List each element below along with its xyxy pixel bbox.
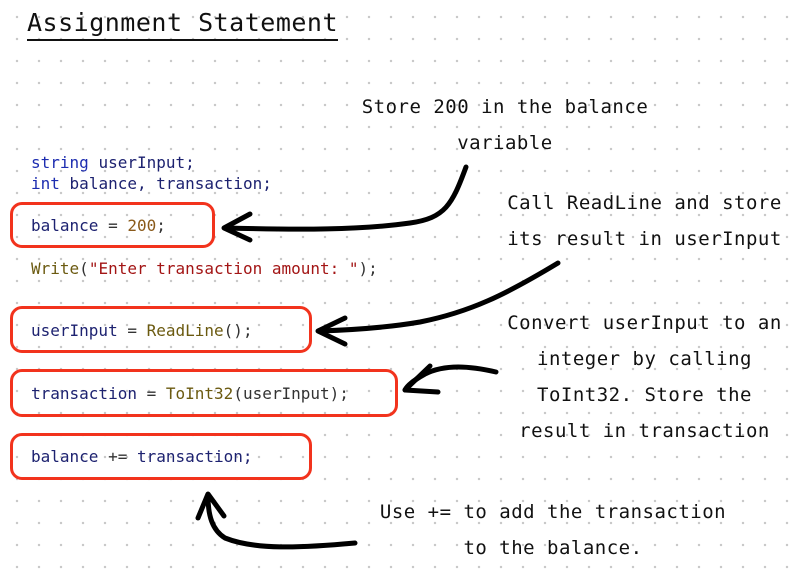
userinput-var: userInput <box>31 321 118 340</box>
highlight-box-toint32 <box>10 369 398 417</box>
write-open-paren: ( <box>79 259 89 278</box>
diagram-title: Assignment Statement <box>27 8 339 41</box>
highlight-box-readline <box>10 306 312 353</box>
semicolon: ; <box>156 216 166 235</box>
arrow-to-balance-assign <box>223 164 469 232</box>
toint32-fn: ToInt32 <box>165 384 234 403</box>
balance-var: balance <box>31 447 99 466</box>
code-line-readline: userInput = ReadLine(); <box>31 321 253 341</box>
readline-fn: ReadLine <box>146 321 224 340</box>
code-line-write: Write("Enter transaction amount: "); <box>31 259 378 279</box>
number-200: 200 <box>127 216 157 235</box>
arrowhead-readline <box>315 315 348 347</box>
note-store-200: Store 200 in the balance variable <box>361 96 649 154</box>
keyword-string: string <box>31 153 89 172</box>
code-line-balance-assign: balance = 200; <box>31 216 166 236</box>
decl-balance-transaction: balance, transaction; <box>69 174 272 193</box>
toint32-args: (userInput); <box>233 384 349 403</box>
balance-var: balance <box>31 216 99 235</box>
arrow-to-plus-equals <box>205 493 358 550</box>
transaction-var: transaction; <box>136 447 253 466</box>
transaction-var: transaction <box>31 384 137 403</box>
code-line-int-decl: int balance, transaction; <box>31 174 272 194</box>
arrowhead-balance-assign <box>221 211 253 243</box>
assign-op: = <box>98 216 128 235</box>
arrowhead-toint32 <box>402 363 441 395</box>
keyword-int: int <box>31 174 60 193</box>
plus-equals-op: += <box>98 447 137 466</box>
highlight-box-balance-assign <box>10 202 215 248</box>
assign-op: = <box>136 384 166 403</box>
assign-op: = <box>117 321 147 340</box>
arrowhead-plus-equals <box>195 491 227 521</box>
code-line-toint32: transaction = ToInt32(userInput); <box>31 384 349 404</box>
note-convert: Convert userInput to an integer by calli… <box>507 312 782 442</box>
code-line-plus-equals: balance += transaction; <box>31 447 253 467</box>
write-string: "Enter transaction amount: " <box>88 259 359 278</box>
note-readline: Call ReadLine and store its result in us… <box>507 192 782 250</box>
write-fn: Write <box>31 259 80 278</box>
code-line-string-decl: string userInput; <box>31 153 195 173</box>
write-close: ); <box>358 259 378 278</box>
highlight-box-plus-equals <box>10 433 312 480</box>
readline-args: (); <box>223 321 253 340</box>
arrow-to-readline <box>317 260 561 334</box>
note-plus-equals: Use += to add the transaction to the bal… <box>379 501 727 559</box>
decl-userinput: userInput; <box>98 153 195 172</box>
